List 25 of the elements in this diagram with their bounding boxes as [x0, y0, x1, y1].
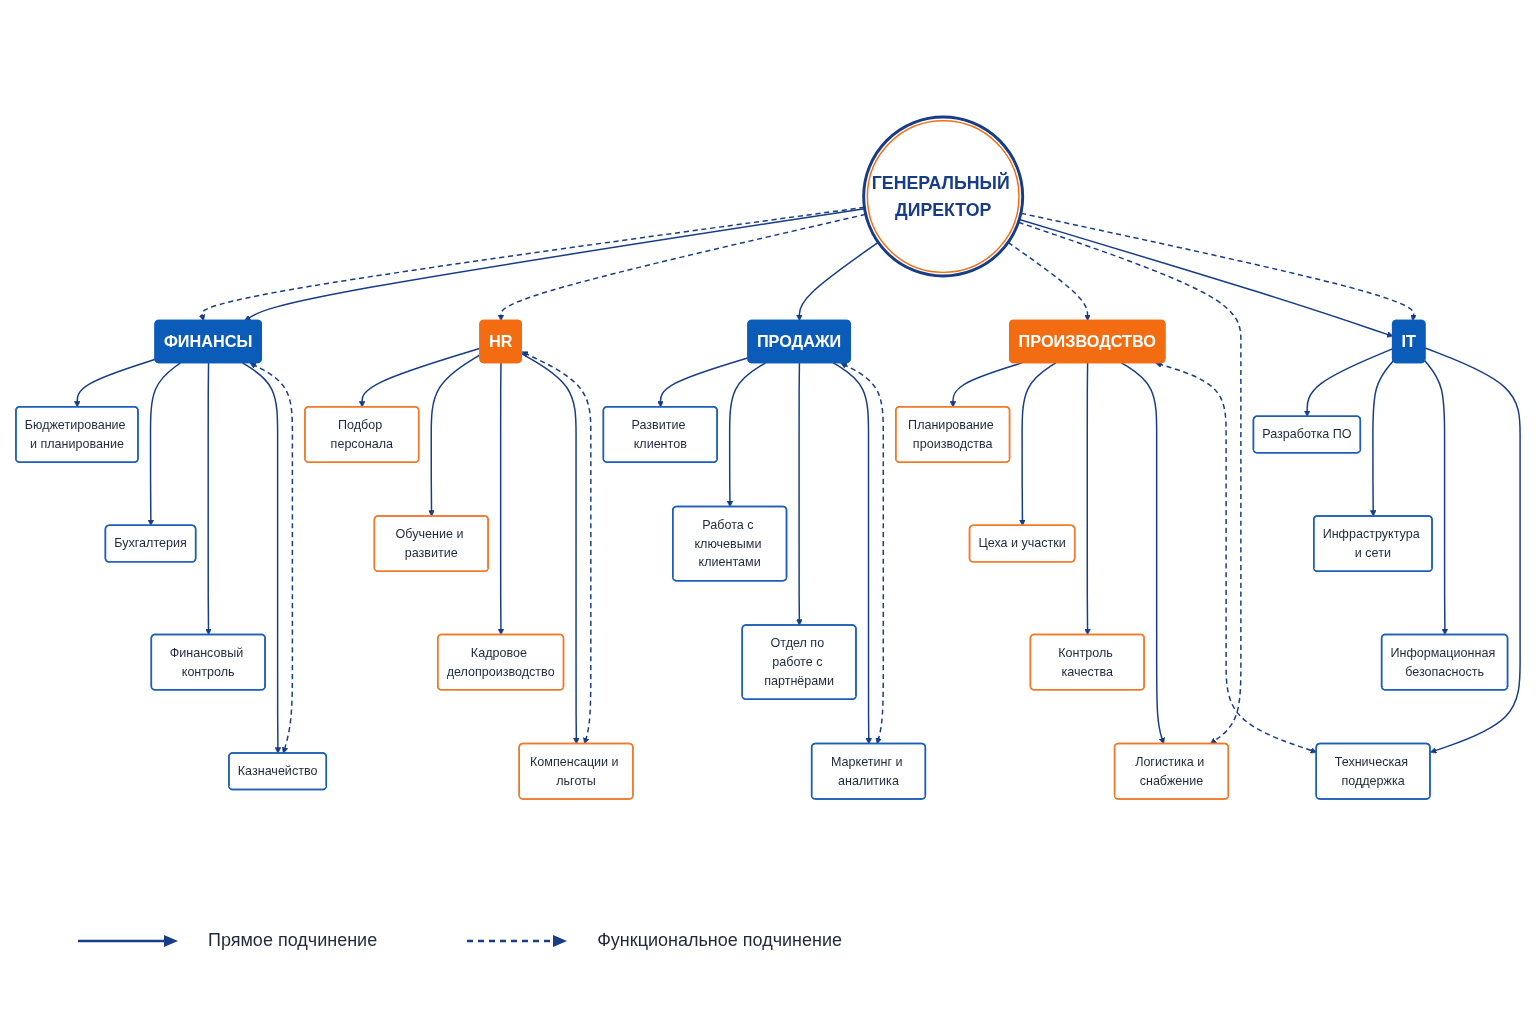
arrow: [1120, 362, 1165, 745]
arrow: [497, 362, 505, 636]
arrow: [1155, 361, 1317, 754]
arrow: [249, 362, 294, 754]
arrow: [205, 362, 212, 636]
arrow: [1017, 221, 1242, 745]
arrow: [840, 362, 884, 745]
arrow: [1369, 360, 1395, 517]
arrow: [1007, 241, 1091, 322]
arrow: [1019, 362, 1057, 526]
arrow: [147, 362, 182, 526]
arrow: [241, 362, 282, 754]
node-circle: ГЕНЕРАЛЬНЫЙ ДИРЕКТОР: [862, 115, 1025, 278]
arrow: [1084, 362, 1091, 636]
arrow: [1424, 347, 1521, 754]
legend-text: Функциональное подчинение: [597, 930, 843, 951]
legend-text: Прямое подчинение: [208, 930, 378, 951]
arrow: [521, 351, 592, 745]
arrow: [796, 241, 879, 322]
arrow: [726, 362, 767, 508]
arrow: [949, 362, 1023, 408]
arrow: [832, 362, 873, 745]
arrow: [1020, 212, 1417, 322]
arrow: [796, 362, 803, 626]
arrow: [1424, 360, 1449, 636]
